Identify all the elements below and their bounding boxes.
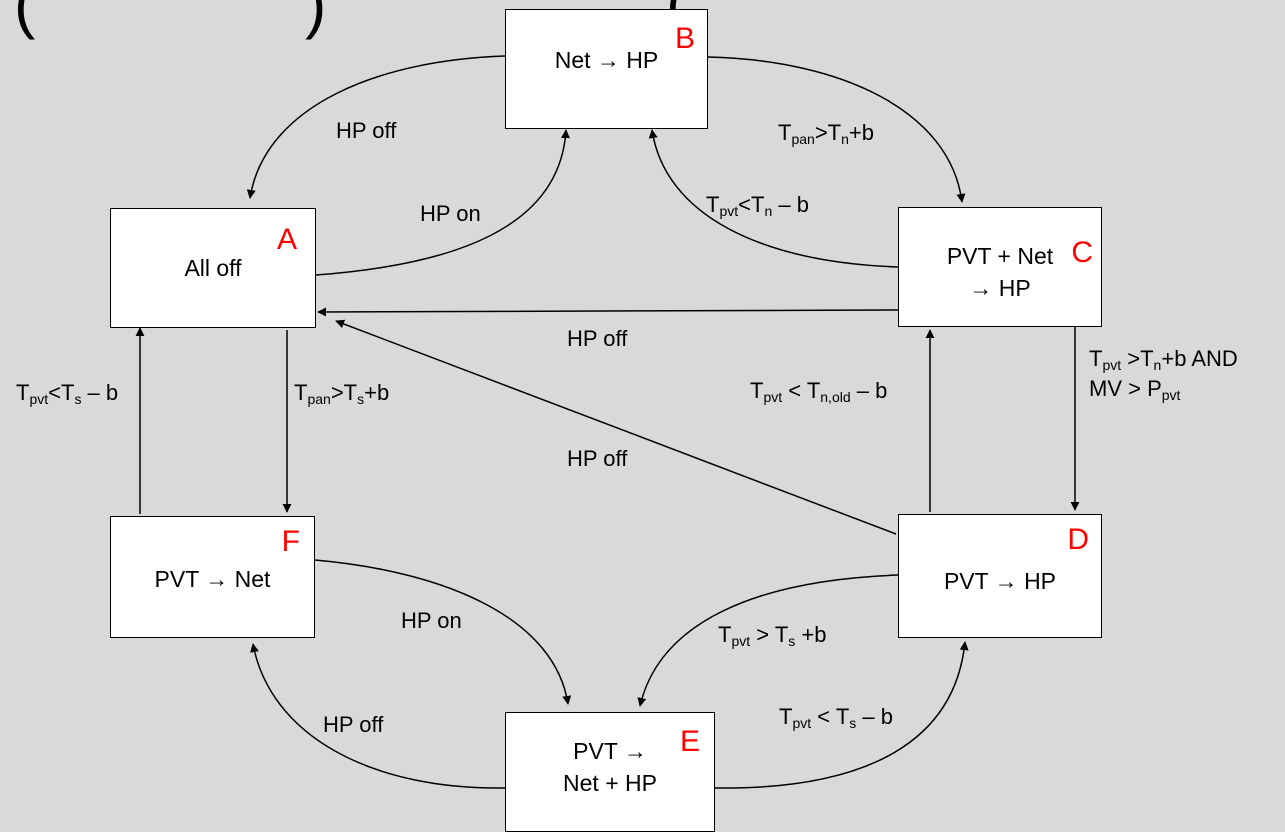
state-a-letter: A (276, 223, 297, 256)
label-d-to-a: HP off (567, 446, 628, 471)
state-b-letter: B (674, 22, 695, 55)
label-e-to-d: Tpvt < Ts – b (779, 704, 893, 731)
arrow-d-to-a (335, 319, 897, 535)
state-box-a: All off A (110, 208, 316, 328)
state-box-c: PVT + Net → HP C (898, 207, 1102, 327)
state-c-letter: C (1071, 236, 1093, 269)
state-d-letter: D (1067, 523, 1089, 556)
arrow-c-to-b (648, 129, 899, 268)
arrow-e-to-f (250, 643, 506, 789)
state-f-label: PVT → Net (154, 566, 271, 593)
arrow-f-to-e (314, 559, 572, 705)
label-d-to-c: Tpvt < Tn,old – b (750, 378, 888, 405)
partial-glyph-1: ( (14, 0, 36, 40)
state-f-letter: F (281, 525, 300, 558)
label-f-to-a: Tpvt<Ts – b (16, 380, 119, 407)
label-c-to-a: HP off (567, 326, 628, 351)
label-b-to-c: Tpan>Tn+b (778, 120, 874, 147)
arrow-e-to-d (714, 641, 969, 789)
arrow-a-to-b (315, 129, 570, 276)
state-e-label: PVT → Net + HP (563, 738, 657, 797)
state-e-letter: E (679, 725, 700, 758)
state-box-d: PVT → HP D (898, 514, 1102, 638)
partial-glyph-2: ) (305, 0, 327, 40)
state-box-b: Net → HP B (505, 9, 708, 129)
state-c-label: PVT + Net → HP (946, 242, 1054, 301)
label-c-to-b: Tpvt<Tn – b (706, 192, 809, 219)
label-a-to-f: Tpan>Ts+b (294, 380, 390, 407)
state-b-label: Net → HP (554, 46, 659, 73)
label-f-to-e: HP on (401, 608, 462, 633)
label-d-to-e: Tpvt > Ts +b (718, 622, 827, 649)
label-a-to-b: HP on (420, 201, 481, 226)
arrow-b-to-c (707, 56, 966, 203)
state-a-label: All off (184, 255, 242, 281)
arrow-b-to-a (246, 55, 506, 199)
state-d-label: PVT → HP (943, 567, 1057, 594)
arrow-d-to-e (637, 574, 899, 707)
label-c-to-d: Tpvt >Tn+b AND MV > Ppvt (1089, 346, 1238, 403)
arrow-c-to-a (317, 307, 899, 317)
label-b-to-a: HP off (336, 118, 397, 143)
label-e-to-f: HP off (323, 712, 384, 737)
state-box-f: PVT → Net F (110, 516, 315, 638)
state-box-e: PVT → Net + HP E (505, 712, 715, 832)
